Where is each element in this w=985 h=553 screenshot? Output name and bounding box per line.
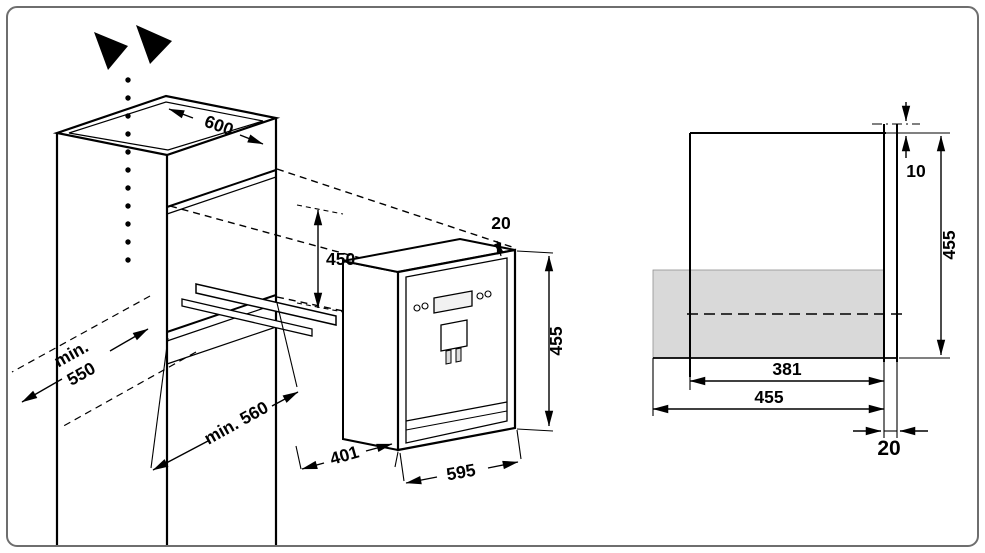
dimension-20-panel: 20	[853, 426, 928, 460]
machine-body-left-face	[342, 259, 399, 452]
dim-extension-line	[11, 295, 151, 373]
dimension-10: 10	[901, 102, 926, 181]
dim-label-450: 450	[326, 249, 355, 269]
cabinet-top-rim	[68, 101, 264, 151]
machine-display	[433, 290, 473, 314]
dim-label-455-right: 455	[939, 230, 959, 259]
section-extension-lines	[652, 132, 950, 438]
dim-label-455: 455	[546, 326, 566, 355]
guide-line-top-right	[276, 168, 513, 248]
dim-label-10: 10	[906, 161, 926, 181]
dimension-381: 381	[689, 359, 885, 386]
dim-arrow	[271, 391, 299, 407]
dim-label-20: 20	[491, 213, 511, 233]
left-isometric-view: 600 450 20 455 min. 550	[11, 25, 566, 547]
dimension-455-total: 455	[652, 387, 885, 414]
dim-extension-line	[399, 452, 405, 482]
dim-extension-line	[295, 445, 302, 470]
machine-button	[476, 292, 484, 300]
machine-spout	[455, 347, 462, 363]
cabinet-side-face	[167, 118, 276, 547]
dimension-455-height: 455	[516, 250, 566, 432]
dim-label-455-total: 455	[754, 387, 783, 407]
dim-arrow	[405, 475, 438, 485]
dim-arrow	[168, 108, 194, 119]
dimension-450: 450	[296, 204, 355, 313]
coffee-machine	[342, 237, 517, 452]
dim-extension-line	[59, 351, 197, 429]
machine-spout	[445, 349, 452, 365]
dim-line	[494, 240, 504, 257]
ventilation-arrow-icon	[136, 25, 172, 64]
niche-top-edge	[166, 169, 277, 208]
dim-label-20-panel: 20	[877, 437, 900, 460]
ventilation-arrow-icon	[94, 32, 128, 70]
dimension-455-right: 455	[936, 135, 959, 356]
dim-extension-line	[516, 428, 554, 432]
dim-extension-line	[516, 429, 522, 460]
cabinet-column	[52, 94, 281, 547]
dim-arrow	[301, 460, 325, 470]
machine-drip-tray-line	[405, 410, 508, 431]
right-section-view: 10 455 381 455 20	[652, 102, 959, 460]
cabinet-front-face	[57, 133, 167, 547]
dim-extension-line	[276, 302, 298, 388]
dim-arrow	[21, 378, 63, 403]
dim-extension-line	[394, 451, 399, 468]
dim-arrow	[109, 328, 149, 352]
dimension-20-top: 20	[491, 213, 511, 257]
dim-extension-line	[296, 302, 344, 313]
machine-drip-tray-line	[405, 401, 508, 422]
machine-button	[421, 302, 429, 310]
machine-front-panel-inner-frame	[405, 257, 508, 444]
airflow-dotted-line	[125, 77, 131, 263]
dim-arrow	[152, 440, 209, 471]
telescopic-rails	[181, 283, 337, 337]
niche-shelf-thickness-edge	[166, 303, 277, 342]
ventilation-airflow	[94, 25, 172, 263]
machine-button	[484, 290, 492, 298]
dim-arrow	[365, 443, 393, 453]
dim-arrow	[487, 460, 519, 470]
dim-extension-line	[150, 337, 169, 469]
dim-label-381: 381	[772, 359, 801, 379]
machine-button	[413, 304, 421, 312]
machine-spout-block	[440, 319, 468, 352]
dim-extension-line	[296, 204, 344, 215]
image-frame-border	[6, 6, 979, 547]
niche-top-inner-edge	[166, 176, 277, 215]
rail-lower	[181, 298, 313, 337]
rail-upper	[195, 283, 337, 326]
dim-extension-line	[516, 250, 554, 254]
dim-arrow	[239, 134, 264, 145]
